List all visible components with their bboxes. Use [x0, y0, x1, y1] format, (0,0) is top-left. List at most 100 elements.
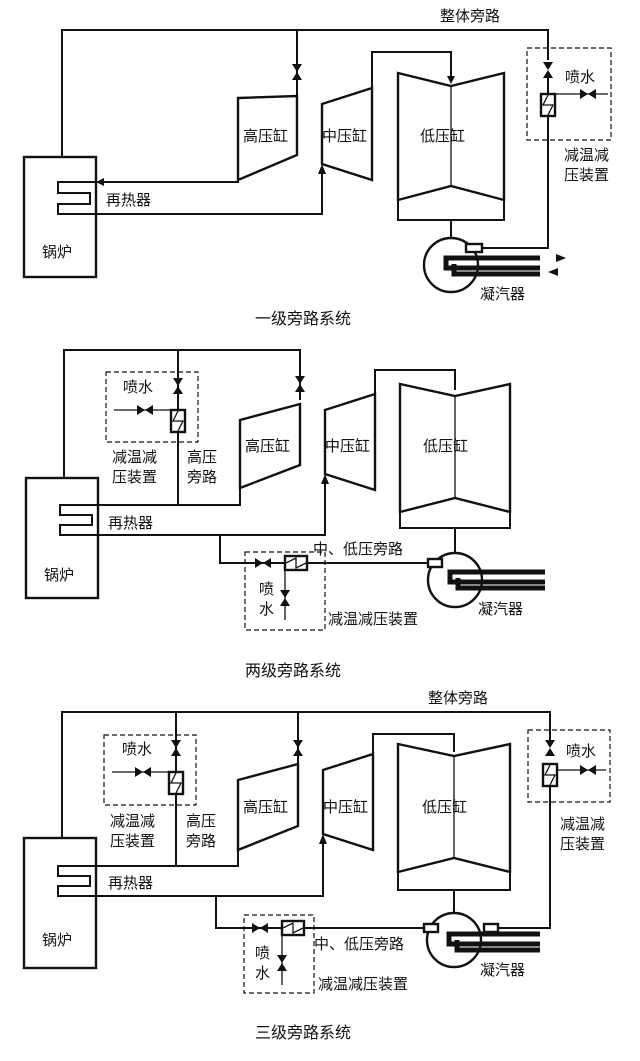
arrow-icon — [318, 164, 326, 174]
arrow-icon — [556, 254, 566, 262]
valve-icon — [292, 64, 302, 80]
whole-bypass-label: 整体旁路 — [440, 7, 500, 25]
condenser-tube-icon — [447, 569, 545, 585]
hp-bypass-label-1: 高压 — [186, 812, 216, 830]
lp-cylinder-label: 低压缸 — [422, 798, 467, 816]
hp-cylinder — [238, 402, 302, 490]
desuperheater-box — [526, 47, 612, 141]
arrow-icon — [321, 474, 329, 484]
reheater-label: 再热器 — [108, 874, 153, 892]
caption-three-stage: 三级旁路系统 — [255, 1023, 351, 1042]
desuperheater-label-1: 减温减 — [110, 812, 155, 830]
reheater-coil-icon — [59, 504, 98, 536]
valve-icon — [173, 378, 183, 394]
desuperheater-label-1: 减温减 — [560, 815, 605, 833]
caption-two-stage: 两级旁路系统 — [245, 661, 341, 680]
condenser — [422, 236, 480, 294]
spray-water-label: 喷水 — [566, 742, 596, 760]
hp-cylinder-label: 高压缸 — [243, 127, 288, 145]
valve-icon — [137, 405, 153, 415]
caption-one-stage: 一级旁路系统 — [255, 309, 351, 328]
valve-icon — [580, 765, 596, 775]
desuperheater-label-2: 压装置 — [560, 835, 605, 853]
whole-bypass-line — [61, 711, 551, 838]
reheater-coil-icon — [57, 181, 96, 215]
boiler-label: 锅炉 — [44, 566, 74, 584]
spray-water-label: 喷水 — [122, 740, 152, 758]
ip-cylinder-label: 中压缸 — [322, 127, 367, 145]
bypass-to-condenser-line — [482, 116, 549, 249]
ip-lp-bypass-label: 中、低压旁路 — [314, 935, 404, 953]
hp-cylinder-label: 高压缸 — [243, 798, 288, 816]
valve-icon — [277, 955, 287, 971]
reheater-label: 再热器 — [108, 514, 153, 532]
diagram-one-stage: 锅炉 再热器 整体旁路 高压缸 中压缸 低压缸 凝汽器 — [22, 7, 612, 328]
reheater-coil-icon — [57, 865, 96, 897]
hp-cylinder — [236, 94, 299, 182]
crossover-line — [371, 51, 452, 88]
hp-bypass-label-1: 高压 — [187, 448, 217, 466]
desuperheater-label-2: 压装置 — [110, 832, 155, 850]
valve-icon — [580, 89, 596, 99]
spray-water-label-1: 喷 — [259, 580, 274, 598]
hp-exhaust-line — [96, 170, 239, 183]
desuperheater-label-1: 减温减 — [564, 146, 609, 164]
desuperheater-label-2: 压装置 — [564, 166, 609, 184]
condenser-label: 凝汽器 — [480, 961, 525, 979]
arrow-icon — [447, 76, 455, 84]
boiler-label: 锅炉 — [42, 931, 72, 949]
hp-bypass-label-2: 旁路 — [187, 468, 217, 486]
valve-icon — [280, 590, 290, 606]
valve-icon — [545, 740, 555, 756]
hp-cylinder — [236, 762, 300, 852]
whole-bypass-label: 整体旁路 — [428, 689, 488, 707]
condenser-tube-icon — [446, 931, 540, 947]
condenser-tube-icon — [443, 255, 540, 271]
diagram-three-stage: 锅炉 再热器 整体旁路 喷水 减温减 压装置 高压 旁路 高压缸 中压缸 低压缸 — [22, 689, 611, 1042]
spray-water-label-1: 喷 — [255, 944, 270, 962]
hp-bypass-label-2: 旁路 — [186, 832, 216, 850]
spray-water-label-2: 水 — [255, 964, 270, 982]
spray-water-label: 喷水 — [123, 378, 153, 396]
valve-icon — [171, 740, 181, 756]
reheat-steam-line — [96, 168, 323, 215]
boiler-label: 锅炉 — [42, 243, 72, 261]
hp-cylinder-label: 高压缸 — [245, 437, 290, 455]
boiler-box — [24, 476, 100, 600]
valve-icon — [295, 376, 305, 392]
condenser-label: 凝汽器 — [478, 600, 523, 618]
spray-water-label-2: 水 — [259, 600, 274, 618]
reheater-label: 再热器 — [106, 191, 151, 209]
desuperheater-box — [527, 729, 611, 803]
desuperheater-label-2: 压装置 — [112, 468, 157, 486]
lp-cylinder-label: 低压缸 — [420, 127, 465, 145]
ip-cylinder — [320, 86, 374, 182]
condenser — [425, 911, 483, 969]
ip-lp-bypass-line — [215, 896, 424, 929]
desuperheater-label: 减温减压装置 — [318, 975, 408, 993]
ip-lp-bypass-label: 中、低压旁路 — [313, 540, 403, 558]
spray-water-label: 喷水 — [565, 68, 595, 86]
valve-icon — [255, 558, 271, 568]
ip-cylinder-label: 中压缸 — [325, 437, 370, 455]
desuperheater-box — [105, 371, 199, 443]
valve-icon — [135, 767, 151, 777]
arrow-icon — [319, 834, 327, 844]
main-steam-line — [63, 349, 301, 478]
valve-icon — [293, 740, 303, 756]
whole-bypass-line — [61, 29, 549, 157]
boiler-box — [22, 155, 98, 279]
desuperheater-label-1: 减温减 — [112, 448, 157, 466]
condenser-label: 凝汽器 — [480, 285, 525, 303]
diagram-two-stage: 锅炉 再热器 喷水 减温减 压装置 高压 旁路 高压缸 中压缸 低压缸 — [24, 349, 545, 680]
arrow-icon — [548, 268, 558, 276]
valve-icon — [252, 923, 268, 933]
ip-cylinder — [323, 392, 377, 492]
desuperheater-box — [243, 914, 315, 994]
desuperheater-label: 减温减压装置 — [328, 610, 418, 628]
ip-cylinder — [321, 752, 375, 852]
lp-cylinder-label: 低压缸 — [423, 437, 468, 455]
boiler-box — [22, 836, 98, 970]
desuperheater-box — [103, 734, 197, 806]
